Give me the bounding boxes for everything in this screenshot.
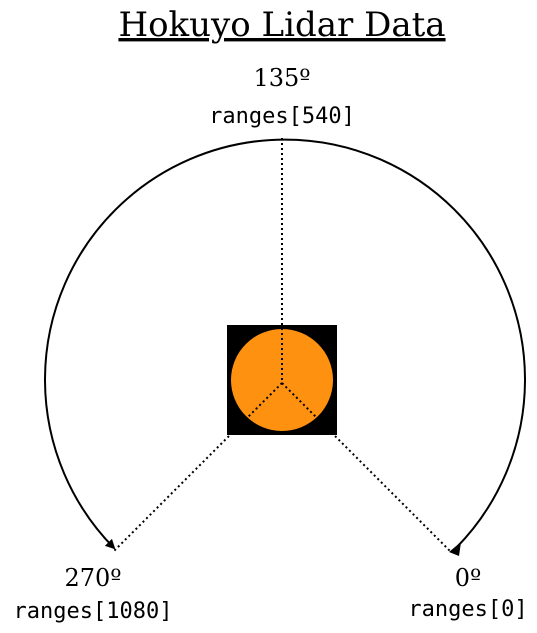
- angle-label-0: 0º: [455, 564, 482, 592]
- diagram-title: Hokuyo Lidar Data: [118, 5, 445, 45]
- scan-line-270: [113, 382, 283, 552]
- range-index-label-1080: ranges[1080]: [14, 599, 173, 624]
- scan-arc-arrow: [44, 138, 526, 550]
- angle-label-135: 135º: [253, 64, 310, 92]
- angle-label-270: 270º: [64, 564, 121, 592]
- scan-line-0: [281, 382, 451, 552]
- range-index-label-0: ranges[0]: [408, 597, 527, 622]
- arc-start-arrowhead: [449, 542, 461, 556]
- range-index-label-540: ranges[540]: [209, 104, 355, 129]
